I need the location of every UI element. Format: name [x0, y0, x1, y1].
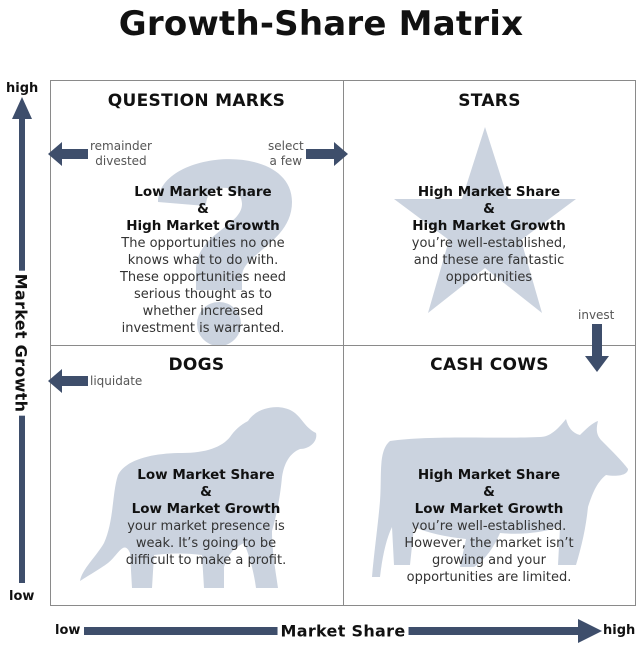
y-axis-low: low	[9, 589, 35, 604]
cash-cows-heading: CASH COWS	[430, 355, 549, 375]
vertical-divider	[343, 80, 344, 606]
page-title: Growth-Share Matrix	[118, 4, 524, 44]
cow-icon	[372, 419, 628, 577]
cash-cows-body: High Market Share & Low Market Growth yo…	[375, 467, 603, 586]
x-axis-label: Market Share	[277, 621, 409, 641]
stars-description: you’re well-established, and these are f…	[411, 236, 567, 285]
dogs-amp: &	[200, 484, 212, 500]
stars-growth: High Market Growth	[412, 218, 566, 234]
divest-arrow-icon	[48, 142, 88, 166]
y-axis-label: Market Growth	[11, 270, 31, 416]
stars-body: High Market Share & High Market Growth y…	[375, 184, 603, 286]
horizontal-divider	[50, 345, 636, 346]
dogs-description: your market presence is weak. It’s going…	[125, 519, 287, 568]
dog-icon	[80, 407, 317, 588]
question-marks-heading: QUESTION MARKS	[107, 91, 286, 111]
question-mark-icon	[158, 159, 292, 345]
x-axis-high: high	[603, 623, 636, 638]
cash-cows-growth: Low Market Growth	[414, 501, 564, 517]
select-a-few-note: select a few	[268, 139, 304, 168]
question-marks-growth: High Market Growth	[126, 218, 280, 234]
remainder-divested-note: remainder divested	[90, 139, 152, 168]
dogs-body: Low Market Share & Low Market Growth you…	[90, 467, 322, 569]
stars-amp: &	[483, 201, 495, 217]
stars-heading: STARS	[458, 91, 521, 111]
stars-share: High Market Share	[417, 184, 561, 200]
dogs-share: Low Market Share	[137, 467, 275, 483]
question-marks-amp: &	[197, 201, 209, 217]
dogs-growth: Low Market Growth	[131, 501, 281, 517]
invest-note: invest	[578, 308, 615, 322]
cash-cows-description: you’re well-established. However, the ma…	[404, 519, 574, 585]
liquidate-note: liquidate	[90, 374, 143, 388]
star-icon	[394, 127, 576, 313]
invest-arrow-icon	[585, 324, 609, 372]
y-axis-high: high	[6, 81, 39, 96]
x-axis-low: low	[55, 623, 81, 638]
question-marks-share: Low Market Share	[134, 184, 272, 200]
select-arrow-icon	[306, 142, 348, 166]
question-marks-description: The opportunities no one knows what to d…	[119, 236, 287, 336]
dogs-heading: DOGS	[168, 355, 225, 375]
cash-cows-share: High Market Share	[417, 467, 561, 483]
liquidate-arrow-icon	[48, 369, 88, 393]
cash-cows-amp: &	[483, 484, 495, 500]
question-marks-body: Low Market Share & High Market Growth Th…	[90, 184, 316, 337]
